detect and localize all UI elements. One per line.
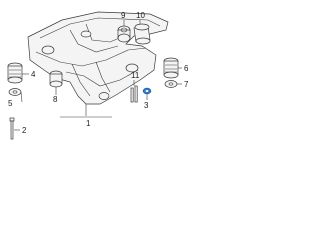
callout-4: 4 xyxy=(31,70,36,79)
callout-10: 10 xyxy=(136,11,145,20)
subframe-part xyxy=(27,11,169,105)
washer-5 xyxy=(8,88,22,96)
callout-2: 2 xyxy=(22,126,27,135)
parts-diagram: 1 2 3 4 5 6 7 8 9 10 11 xyxy=(7,11,189,140)
callout-1: 1 xyxy=(86,119,91,128)
bolt-2 xyxy=(9,117,15,140)
callout-9: 9 xyxy=(121,11,126,20)
callout-6: 6 xyxy=(184,64,189,73)
nut-3 xyxy=(142,87,152,95)
callout-11: 11 xyxy=(131,71,140,80)
bushing-10 xyxy=(133,23,151,45)
bushing-8 xyxy=(49,70,63,88)
washer-7 xyxy=(164,80,178,88)
mount-6 xyxy=(163,57,179,79)
callout-3: 3 xyxy=(144,101,149,110)
callout-8: 8 xyxy=(53,95,58,104)
callout-7: 7 xyxy=(184,80,189,89)
bushing-9 xyxy=(117,25,131,43)
bolt-11 xyxy=(130,85,138,103)
mount-4 xyxy=(7,62,23,84)
leader-lines xyxy=(14,20,182,131)
callout-5: 5 xyxy=(8,99,13,108)
